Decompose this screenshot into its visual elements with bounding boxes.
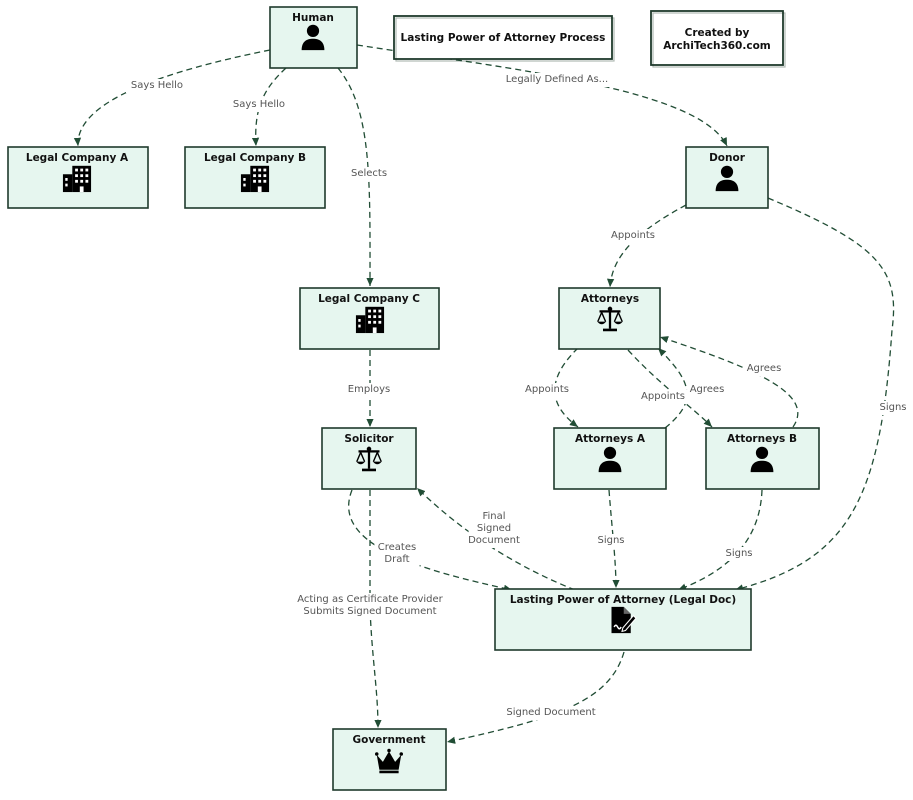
edge-label-lpa-to-government: Signed Document bbox=[506, 706, 596, 720]
edge-label-text: Agrees bbox=[690, 384, 725, 395]
edge-label-background bbox=[495, 73, 619, 87]
node-legal-company-b-label: Legal Company B bbox=[204, 152, 306, 164]
edge-label-human-to-b: Says Hello bbox=[228, 98, 290, 112]
edge-label-background bbox=[228, 98, 290, 112]
edge-donor-to-attorneys bbox=[606, 204, 687, 288]
edge-label-background bbox=[283, 593, 457, 619]
node-attorneys-a[interactable]: Attorneys A bbox=[553, 427, 667, 490]
edge-label-background bbox=[521, 383, 573, 397]
edge-label-text: Final bbox=[482, 511, 505, 522]
node-legal-company-b[interactable]: Legal Company B bbox=[184, 146, 326, 209]
node-solicitor-label: Solicitor bbox=[344, 433, 394, 445]
edge-donor-to-lpa bbox=[734, 197, 895, 592]
edge-label-background bbox=[346, 383, 392, 397]
edge-label-attorneys-to-a: Appoints bbox=[521, 383, 573, 397]
edge-label-text: Employs bbox=[348, 384, 390, 395]
edge-label-text: Document bbox=[468, 535, 520, 546]
edge-label-background bbox=[506, 706, 596, 720]
node-donor[interactable]: Donor bbox=[685, 146, 769, 209]
node-attorneys-b[interactable]: Attorneys B bbox=[705, 427, 820, 490]
node-attorneys-b-label: Attorneys B bbox=[727, 433, 797, 445]
edge-attorneys-a-to-attorneys bbox=[657, 347, 688, 429]
edge-label-b-to-attorneys: Agrees bbox=[744, 362, 784, 376]
edge-label-donor-to-lpa: Signs bbox=[876, 401, 910, 415]
node-legal-company-a[interactable]: Legal Company A bbox=[7, 146, 149, 209]
node-government-label: Government bbox=[352, 734, 425, 746]
edge-label-text: Draft bbox=[384, 554, 409, 565]
edge-label-text: Appoints bbox=[525, 384, 569, 395]
edge-attorneys-b-to-lpa bbox=[677, 489, 763, 591]
edge-label-text: Signed bbox=[477, 523, 511, 534]
edge-label-text: Legally Defined As... bbox=[506, 74, 608, 85]
edge-label-text: Signs bbox=[597, 535, 624, 546]
edge-label-text: Submits Signed Document bbox=[303, 606, 436, 617]
credit-note: Created by ArchiTech360.com bbox=[650, 10, 786, 68]
edge-label-text: Signs bbox=[879, 402, 906, 413]
node-legal-company-c[interactable]: Legal Company C bbox=[299, 287, 440, 350]
edge-lpa-to-solicitor bbox=[416, 487, 576, 591]
title-note-text: Lasting Power of Attorney Process bbox=[401, 32, 606, 44]
node-government[interactable]: Government bbox=[332, 728, 447, 791]
edge-human-to-donor bbox=[356, 44, 728, 147]
edge-label-text: Appoints bbox=[611, 230, 655, 241]
edge-label-a-to-lpa: Signs bbox=[594, 534, 628, 548]
edge-label-background bbox=[744, 362, 784, 376]
credit-note-line-2: ArchiTech360.com bbox=[663, 40, 771, 52]
edge-label-donor-to-attorneys: Appoints bbox=[607, 229, 659, 243]
edge-label-text: Selects bbox=[351, 168, 387, 179]
edge-label-a-to-attorneys: Agrees bbox=[687, 383, 727, 397]
node-attorneys-label: Attorneys bbox=[581, 293, 639, 305]
edge-label-text: Signed Document bbox=[506, 707, 595, 718]
node-solicitor[interactable]: Solicitor bbox=[321, 427, 417, 490]
title-note: Lasting Power of Attorney Process bbox=[393, 15, 615, 62]
edge-label-human-to-c: Selects bbox=[346, 167, 392, 181]
edge-label-background bbox=[607, 229, 659, 243]
node-donor-label: Donor bbox=[709, 152, 746, 164]
edge-label-background bbox=[687, 383, 727, 397]
edge-label-text: Says Hello bbox=[233, 99, 285, 110]
edge-label-background bbox=[374, 541, 420, 567]
node-attorneys[interactable]: Attorneys bbox=[558, 287, 661, 350]
edge-label-background bbox=[637, 390, 689, 404]
node-legal-company-c-label: Legal Company C bbox=[318, 293, 420, 305]
edge-label-b-to-lpa: Signs bbox=[722, 547, 756, 561]
node-attorneys-a-label: Attorneys A bbox=[575, 433, 646, 445]
edge-label-text: Acting as Certificate Provider bbox=[297, 594, 443, 605]
edge-label-text: Says Hello bbox=[131, 80, 183, 91]
edge-label-c-to-solicitor: Employs bbox=[346, 383, 392, 397]
node-lpa-doc[interactable]: Lasting Power of Attorney (Legal Doc) bbox=[494, 588, 752, 651]
edge-label-human-to-a: Says Hello bbox=[126, 79, 188, 93]
edge-label-text: Signs bbox=[725, 548, 752, 559]
edge-human-to-legal-company-c bbox=[337, 67, 374, 287]
node-legal-company-a-label: Legal Company A bbox=[26, 152, 129, 164]
edge-label-text: Creates bbox=[378, 542, 416, 553]
node-human[interactable]: Human bbox=[269, 6, 358, 69]
edge-lpa-to-government bbox=[446, 651, 625, 744]
edge-label-background bbox=[126, 79, 188, 93]
node-human-label: Human bbox=[292, 12, 334, 24]
edge-label-background bbox=[876, 401, 910, 415]
edge-label-background bbox=[722, 547, 756, 561]
edge-label-text: Appoints bbox=[641, 391, 685, 402]
edge-label-background bbox=[594, 534, 628, 548]
edge-label-human-to-donor: Legally Defined As... bbox=[495, 73, 619, 87]
edge-label-text: Agrees bbox=[747, 363, 782, 374]
node-lpa-doc-label: Lasting Power of Attorney (Legal Doc) bbox=[510, 594, 736, 606]
edge-label-background bbox=[468, 510, 520, 548]
edge-label-attorneys-to-b: Appoints bbox=[637, 390, 689, 404]
edge-label-background bbox=[346, 167, 392, 181]
credit-note-line-1: Created by bbox=[685, 27, 750, 39]
edge-attorneys-b-to-attorneys bbox=[659, 336, 799, 428]
